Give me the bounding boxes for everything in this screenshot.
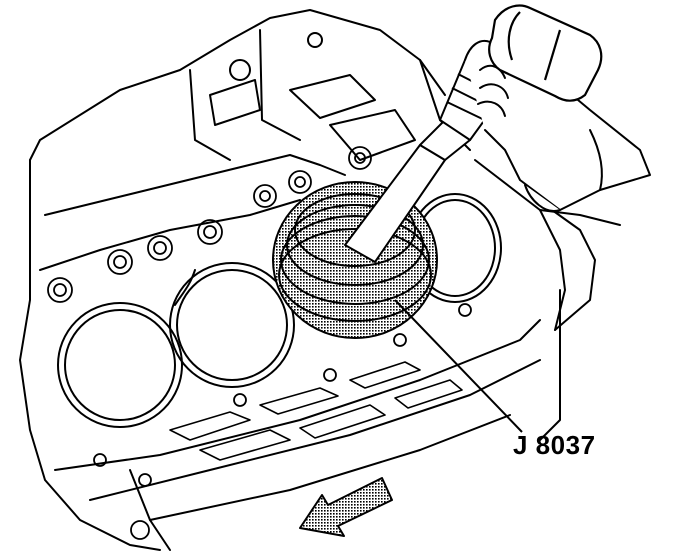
bolt-bosses [47,146,472,540]
mallet-head [488,4,603,102]
hand [464,40,651,212]
tool-callout-label: J 8037 [513,430,596,460]
front-direction-arrow [299,477,393,537]
engine-block [19,9,621,551]
deck-passages [169,361,463,461]
callout-leader [394,299,523,433]
